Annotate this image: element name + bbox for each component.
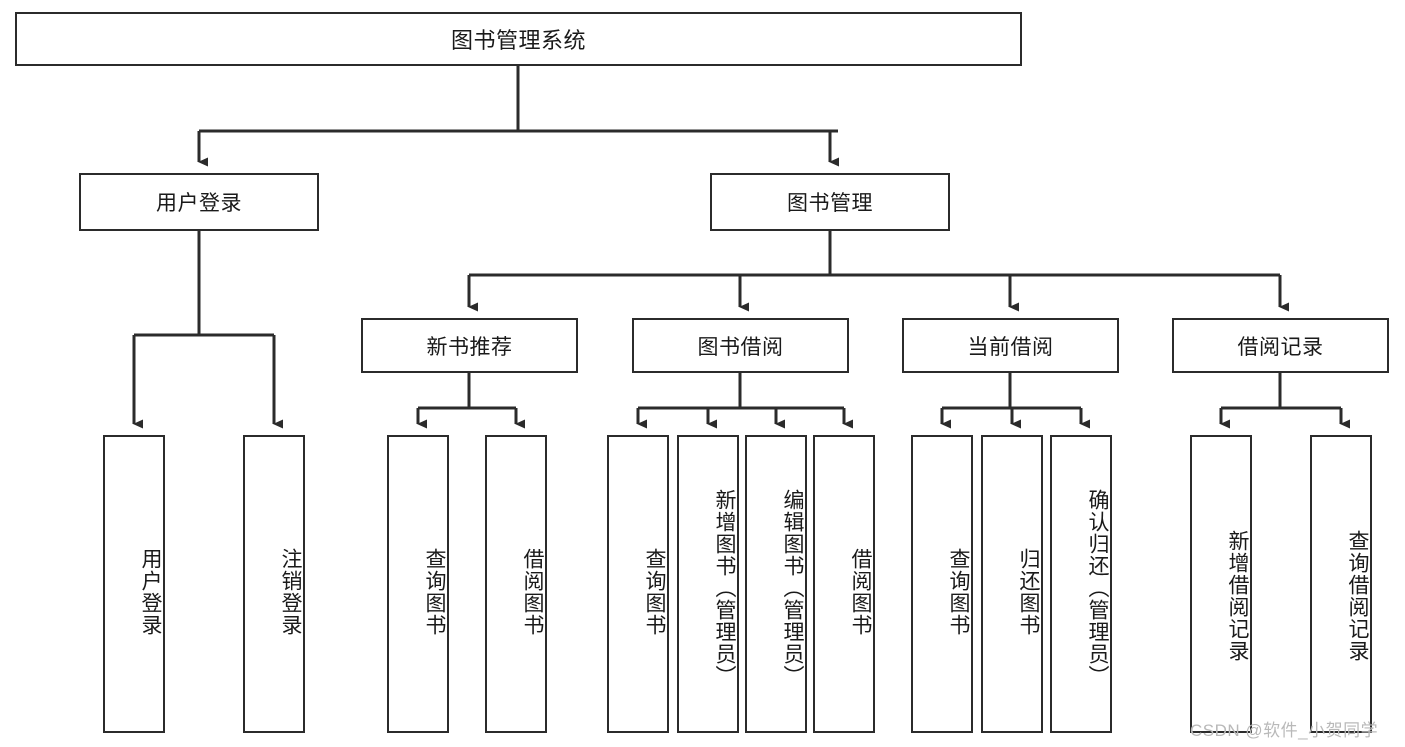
node-book-borrow[interactable]: 图书借阅 [632, 318, 849, 373]
leaf-label: 注销登录 [279, 548, 302, 636]
node-leaf-confirm-return-admin[interactable]: 确认归还（管理员） [1050, 435, 1112, 733]
leaf-label: 归还图书 [1017, 548, 1040, 636]
leaf-label: 借阅图书 [521, 548, 544, 636]
node-new-book-recommend[interactable]: 新书推荐 [361, 318, 578, 373]
node-leaf-query-book-cur[interactable]: 查询图书 [911, 435, 973, 733]
leaf-label: 借阅图书 [849, 548, 872, 636]
node-leaf-query-book-bor[interactable]: 查询图书 [607, 435, 669, 733]
node-leaf-edit-book-admin[interactable]: 编辑图书（管理员） [745, 435, 807, 733]
leaf-label: 查询图书 [423, 548, 446, 636]
leaf-label: 查询图书 [643, 548, 666, 636]
node-root[interactable]: 图书管理系统 [15, 12, 1022, 66]
leaf-label: 新增借阅记录 [1226, 530, 1249, 662]
node-leaf-return-book[interactable]: 归还图书 [981, 435, 1043, 733]
leaf-label: 用户登录 [139, 548, 162, 636]
leaf-label: 确认归还（管理员） [1086, 489, 1109, 687]
leaf-label: 查询借阅记录 [1346, 530, 1369, 662]
csdn-watermark: CSDN @软件_小贺同学 [1190, 721, 1379, 740]
leaf-label: 编辑图书（管理员） [781, 489, 804, 687]
node-leaf-query-borrow-record[interactable]: 查询借阅记录 [1310, 435, 1372, 733]
node-leaf-borrow-book-rec[interactable]: 借阅图书 [485, 435, 547, 733]
node-leaf-add-borrow-record[interactable]: 新增借阅记录 [1190, 435, 1252, 733]
node-leaf-borrow-book-bor[interactable]: 借阅图书 [813, 435, 875, 733]
node-current-borrow[interactable]: 当前借阅 [902, 318, 1119, 373]
node-leaf-user-login[interactable]: 用户登录 [103, 435, 165, 733]
node-book-management[interactable]: 图书管理 [710, 173, 950, 231]
node-leaf-query-book-rec[interactable]: 查询图书 [387, 435, 449, 733]
node-borrow-record[interactable]: 借阅记录 [1172, 318, 1389, 373]
node-user-login[interactable]: 用户登录 [79, 173, 319, 231]
node-leaf-user-logout[interactable]: 注销登录 [243, 435, 305, 733]
node-leaf-add-book-admin[interactable]: 新增图书（管理员） [677, 435, 739, 733]
leaf-label: 查询图书 [947, 548, 970, 636]
leaf-label: 新增图书（管理员） [713, 489, 736, 687]
